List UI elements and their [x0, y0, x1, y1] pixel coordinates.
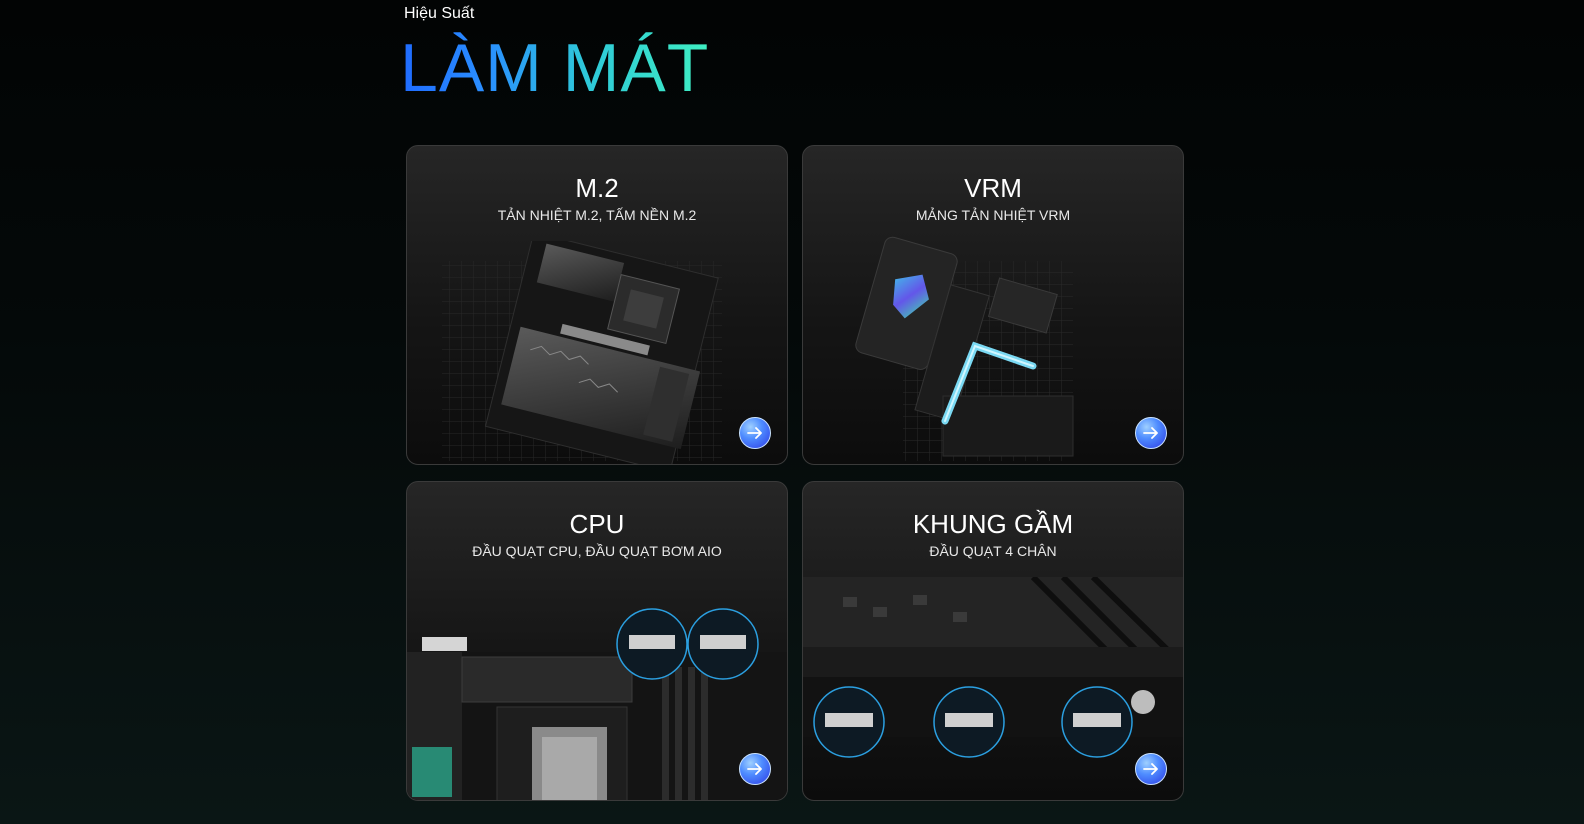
arrow-right-icon	[1143, 427, 1158, 439]
card-subtitle: ĐẦU QUẠT CPU, ĐẦU QUẠT BƠM AIO	[472, 543, 722, 559]
card-m2[interactable]: M.2 TẢN NHIỆT M.2, TẤM NỀN M.2	[406, 145, 788, 465]
arrow-right-icon	[747, 763, 762, 775]
card-title: CPU	[569, 509, 625, 539]
m2-heatsink-image	[437, 241, 757, 464]
card-cpu-arrow-button[interactable]	[739, 753, 771, 785]
card-vrm-arrow-button[interactable]	[1135, 417, 1167, 449]
arrow-right-icon	[1143, 763, 1158, 775]
card-m2-arrow-button[interactable]	[739, 417, 771, 449]
vrm-heatsink-image	[833, 236, 1163, 464]
eyebrow-label: Hiệu Suất	[404, 5, 475, 22]
section-heading: LÀM MÁT	[400, 30, 710, 106]
card-title: M.2	[575, 173, 619, 203]
card-title: VRM	[964, 173, 1022, 203]
card-subtitle: MẢNG TẢN NHIỆT VRM	[915, 207, 1071, 223]
chassis-fan-header-image	[803, 577, 1183, 762]
card-cpu[interactable]: CPU ĐẦU QUẠT CPU, ĐẦU QUẠT BƠM AIO	[406, 481, 788, 801]
card-subtitle: ĐẦU QUẠT 4 CHÂN	[929, 543, 1057, 559]
card-chassis[interactable]: KHUNG GẦM ĐẦU QUẠT 4 CHÂN	[802, 481, 1184, 801]
card-subtitle: TẢN NHIỆT M.2, TẤM NỀN M.2	[497, 207, 697, 223]
card-vrm[interactable]: VRM MẢNG TẢN NHIỆT VRM	[802, 145, 1184, 465]
arrow-right-icon	[747, 427, 762, 439]
cpu-fan-header-image	[407, 607, 787, 800]
card-title: KHUNG GẦM	[912, 509, 1074, 539]
card-chassis-arrow-button[interactable]	[1135, 753, 1167, 785]
